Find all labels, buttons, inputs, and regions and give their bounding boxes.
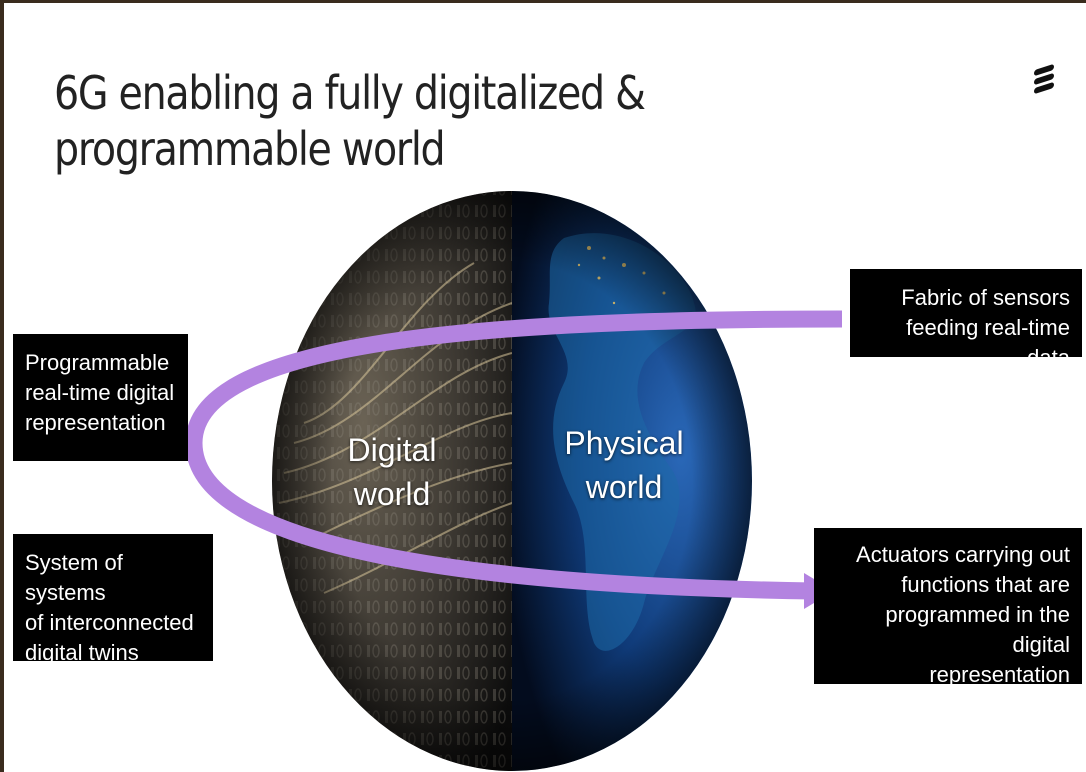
label-programmable-representation: Programmable real-time digital represent… [13, 334, 188, 461]
data-flow-arrow [185, 310, 843, 600]
label-actuators: Actuators carrying out functions that ar… [814, 528, 1082, 687]
title-line-1: 6G enabling a fully digitalized & [54, 66, 646, 120]
slide-title: 6G enabling a fully digitalized & progra… [54, 65, 656, 177]
globe-diagram [185, 191, 843, 771]
label-system-of-systems: System of systems of interconnected digi… [13, 534, 213, 665]
physical-world-label: Physical world [564, 425, 684, 505]
title-line-2: programmable world [54, 122, 446, 176]
digital-world-label: Digital world [347, 432, 437, 512]
label-fabric-of-sensors: Fabric of sensors feeding real-time data [850, 269, 1082, 370]
slide: 6G enabling a fully digitalized & progra… [4, 3, 1086, 772]
